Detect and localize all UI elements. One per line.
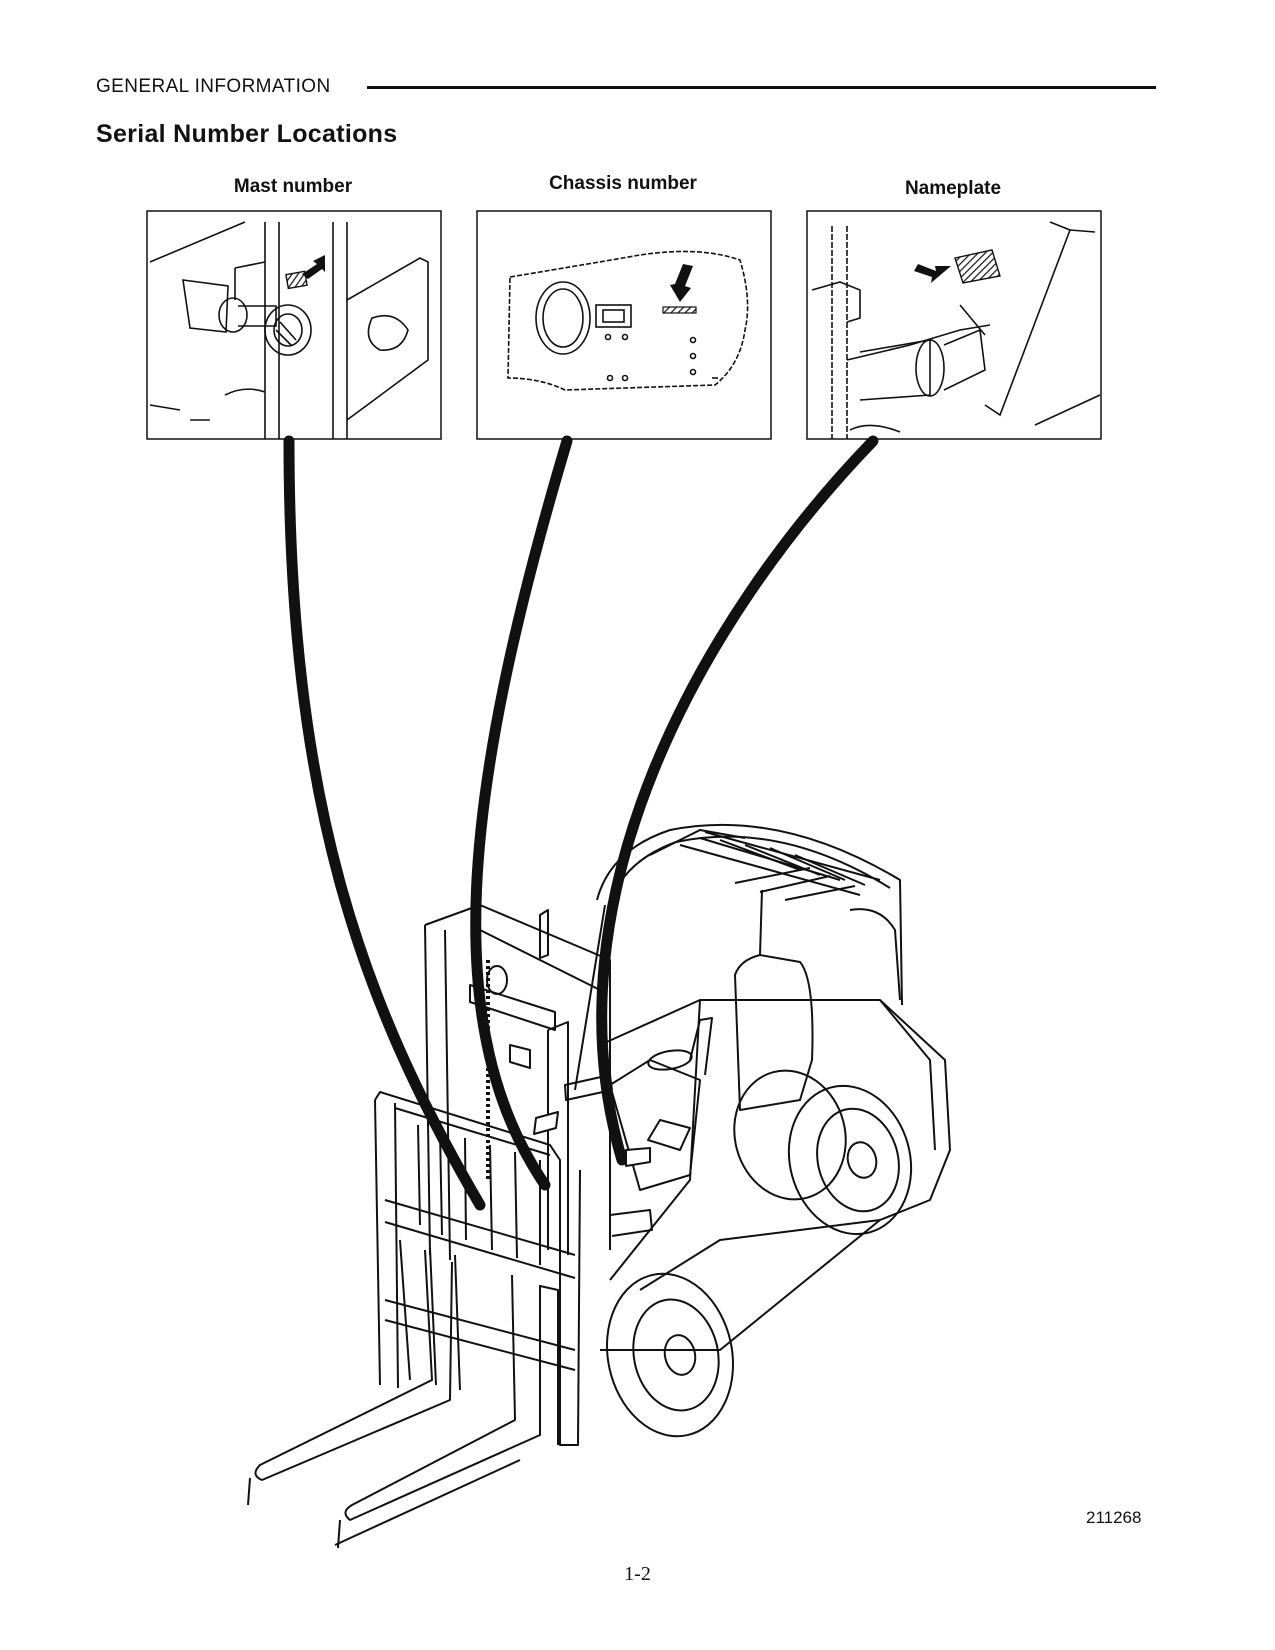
page-number: 1-2 <box>624 1563 651 1585</box>
figure-number: 211268 <box>1086 1508 1142 1527</box>
section-title: GENERAL INFORMATION <box>96 76 331 97</box>
arrow-icon <box>914 264 951 283</box>
arrow-icon <box>670 264 693 302</box>
leader-lines <box>283 435 879 1211</box>
nameplate-label: Nameplate <box>904 178 1002 199</box>
mast-detail-icon <box>146 210 442 440</box>
header-rule <box>367 86 1156 89</box>
forklift-icon <box>247 823 951 1549</box>
page-header: GENERAL INFORMATION <box>96 76 1156 100</box>
page-title: Serial Number Locations <box>96 120 398 148</box>
mast-number-label: Mast number <box>233 176 353 197</box>
arrow-icon <box>302 255 325 279</box>
chassis-number-label: Chassis number <box>549 173 697 194</box>
nameplate-detail-icon <box>806 210 1102 440</box>
chassis-plate-icon <box>476 210 772 440</box>
